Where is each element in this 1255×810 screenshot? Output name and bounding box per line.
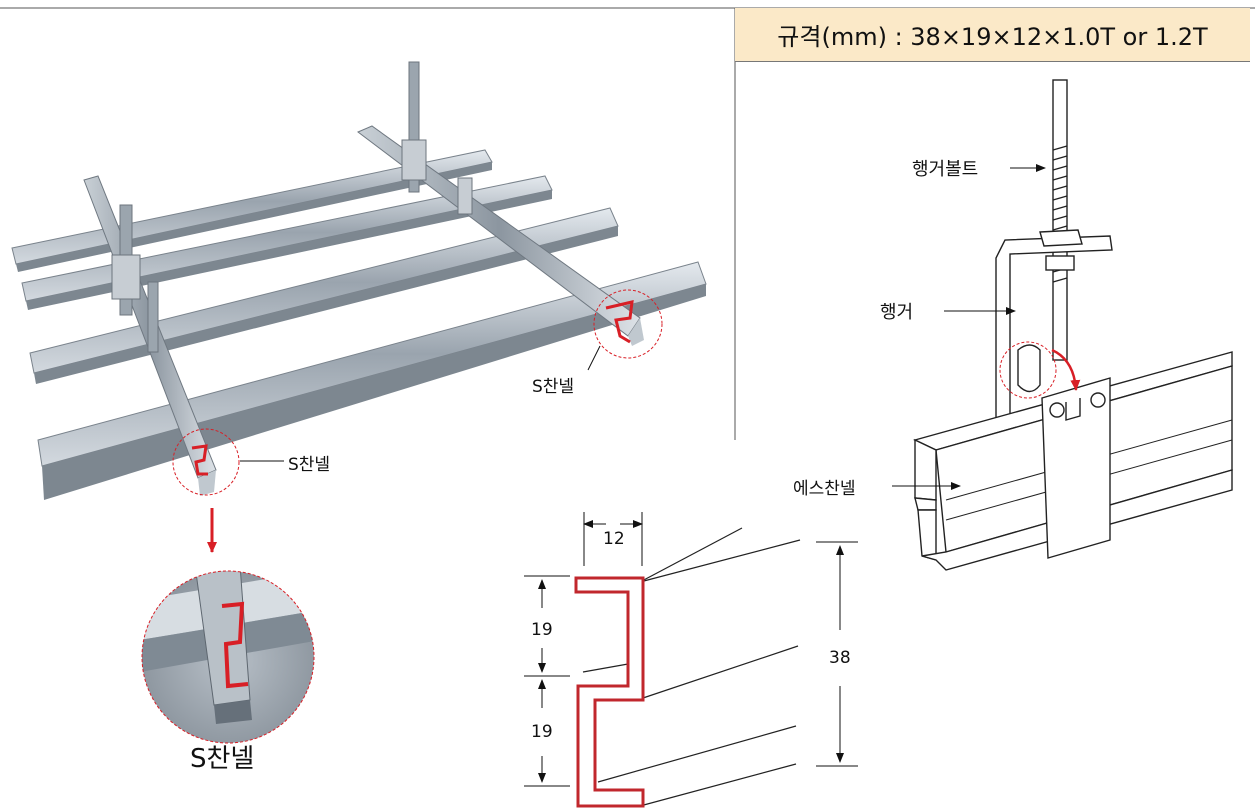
dimension-height <box>816 541 858 767</box>
dimension-width <box>583 512 643 566</box>
photo-channel-label-right: S찬넬 <box>532 377 575 397</box>
zoom-caption: S찬넬 <box>190 744 255 774</box>
dimension-flange <box>524 575 570 787</box>
cross-channel <box>357 125 644 346</box>
threaded-bolt <box>1052 79 1068 361</box>
hanger-bolt-photo <box>457 177 473 215</box>
callout-circle <box>172 428 240 496</box>
callout-circle <box>593 289 663 359</box>
spec-header: 규격(mm) : 38×19×12×1.0T or 1.2T <box>735 8 1250 62</box>
leader-line <box>587 345 601 371</box>
long-channel <box>29 207 619 384</box>
hanger-label: 행거 <box>880 302 914 323</box>
zoom-channel-profile <box>221 601 249 689</box>
dimension-upper-label: 19 <box>531 620 553 640</box>
hanger-bolt-photo <box>147 281 159 353</box>
hanger-bolt-label: 행거볼트 <box>912 159 979 180</box>
callout-circle <box>999 341 1057 399</box>
photo-channel-label-left: S찬넬 <box>288 455 331 475</box>
channel-end-highlight <box>605 300 634 344</box>
ceiling-grid-photo <box>11 61 707 553</box>
long-channel <box>37 261 707 500</box>
channel-profile-outline <box>574 576 645 808</box>
zoom-circle <box>141 570 315 744</box>
dimension-width-label: 12 <box>603 529 625 549</box>
s-channel-label: 에스찬넬 <box>793 479 856 499</box>
dimension-lower-label: 19 <box>531 722 553 742</box>
zoom-inset <box>141 570 315 744</box>
channel-section-drawing <box>524 512 858 808</box>
hanger-clip <box>1041 377 1111 559</box>
hanger-bolt-photo <box>401 61 427 193</box>
spec-text: 규격(mm) : 38×19×12×1.0T or 1.2T <box>777 23 1208 51</box>
hanger-detail-drawing <box>892 79 1233 571</box>
dimension-height-label: 38 <box>829 648 851 668</box>
rotation-arrow <box>1051 348 1081 391</box>
hanger-bracket <box>995 229 1113 421</box>
channel-end-highlight <box>191 444 208 476</box>
hanger-bolt-photo <box>111 204 141 316</box>
long-channel <box>21 175 553 310</box>
